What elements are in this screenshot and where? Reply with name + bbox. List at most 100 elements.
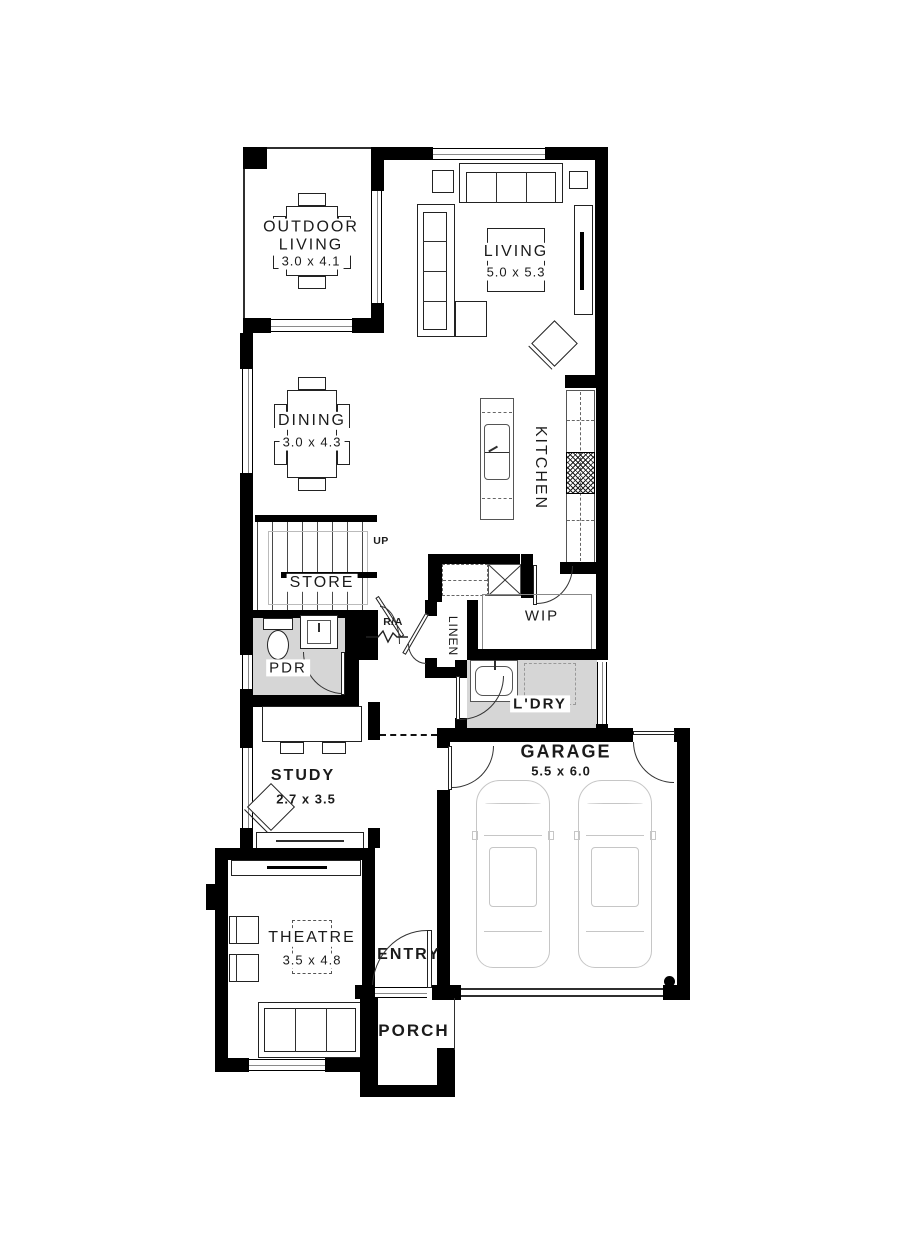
- wall: [240, 333, 253, 369]
- wall: [253, 610, 345, 618]
- garage-rear-door-arc: [633, 742, 674, 783]
- ra-label: R/A: [383, 615, 403, 628]
- room-label-linen: LINEN: [445, 615, 460, 657]
- basin-icon: [307, 620, 331, 644]
- wall: [362, 848, 375, 1000]
- linen-door-arc: [408, 644, 426, 664]
- wall: [467, 649, 608, 660]
- cabinet-divider: [567, 420, 594, 421]
- floor-waste-icon: [664, 976, 675, 987]
- wall: [596, 570, 608, 660]
- pdr-door-leaf: [341, 652, 345, 695]
- wall: [368, 702, 380, 740]
- wall: [253, 695, 347, 707]
- wall: [677, 728, 690, 988]
- garage-rear-door-leaf: [633, 731, 675, 735]
- theatre-chair: [229, 954, 259, 982]
- wall: [215, 1058, 249, 1072]
- room-label-outdoor-living: OUTDOOR LIVING: [258, 218, 364, 256]
- wall: [240, 473, 253, 655]
- entry-sidelight: [375, 987, 427, 998]
- wall: [437, 790, 450, 988]
- toilet-icon: [263, 618, 293, 630]
- opening-dashed-line: [380, 734, 437, 736]
- theatre-sofa-cushions: [264, 1008, 356, 1052]
- porch-label: PORCH: [378, 1021, 450, 1041]
- chair-arm-line: [236, 916, 237, 944]
- tap-icon: [318, 623, 320, 632]
- wall: [428, 554, 520, 564]
- dining-table: [287, 390, 337, 478]
- garage-internal-door-leaf: [448, 746, 452, 790]
- room-label-pdr: PDR: [266, 659, 310, 677]
- room-label-dining: DINING: [275, 411, 349, 431]
- armchair: [528, 320, 578, 370]
- wall: [425, 667, 470, 678]
- theatre-chair: [229, 916, 259, 944]
- room-label-garage: GARAGE: [520, 741, 612, 762]
- desk: [262, 706, 362, 742]
- wall: [255, 515, 377, 522]
- chair: [298, 276, 326, 289]
- fridge-divider: [443, 580, 487, 581]
- wall: [345, 610, 378, 660]
- wall: [545, 147, 608, 160]
- ra-duct-icon: [366, 629, 408, 644]
- stacker-door: [371, 191, 382, 303]
- room-label-study: STUDY: [270, 766, 336, 784]
- wall: [428, 554, 442, 602]
- chaise-extension: [455, 301, 487, 337]
- desk-drawer: [322, 742, 346, 754]
- wall: [437, 742, 450, 748]
- window: [242, 369, 253, 473]
- garage-door-line: [461, 988, 663, 990]
- wall: [360, 1085, 455, 1097]
- cabinet-divider: [567, 520, 594, 521]
- room-label-wip: WIP: [521, 607, 563, 625]
- toilet-bowl-icon: [267, 630, 289, 660]
- room-dims-garage: 5.5 x 6.0: [531, 763, 591, 779]
- wall: [206, 884, 215, 910]
- wall: [432, 985, 457, 1000]
- sofa-cushions: [466, 172, 556, 203]
- wall: [663, 985, 690, 1000]
- wall: [467, 600, 478, 667]
- wall: [243, 318, 271, 333]
- sofa-divider: [295, 1008, 296, 1052]
- room-dims-living: 5.0 x 5.3: [483, 265, 549, 281]
- wall: [368, 828, 380, 848]
- fridge-space: [442, 564, 488, 596]
- car-icon: [574, 780, 656, 968]
- chair: [298, 478, 326, 491]
- sofa-divider: [496, 172, 497, 203]
- room-dims-theatre: 3.5 x 4.8: [279, 953, 345, 969]
- garage-internal-door-arc: [452, 746, 494, 788]
- tv-icon: [580, 232, 584, 290]
- shelf-line: [276, 840, 344, 842]
- stair-landing-outline: [268, 531, 368, 605]
- window: [271, 319, 352, 332]
- window: [597, 662, 607, 724]
- entry-door-leaf: [427, 930, 432, 988]
- wall: [215, 848, 228, 1072]
- window: [242, 655, 253, 689]
- room-label-theatre: THEATRE: [265, 928, 359, 948]
- room-label-store: STORE: [286, 573, 358, 593]
- sink-divider: [485, 452, 509, 453]
- window: [242, 748, 253, 828]
- entry-door-arc: [372, 930, 427, 988]
- room-dims-outdoor-living: 3.0 x 4.1: [278, 254, 344, 270]
- wall: [243, 147, 267, 169]
- room-dims-study: 2.7 x 3.5: [276, 791, 336, 807]
- desk-drawer: [280, 742, 304, 754]
- wall: [596, 388, 608, 570]
- sofa-divider: [423, 241, 447, 242]
- wall: [355, 985, 375, 999]
- wall: [243, 147, 375, 149]
- wall: [371, 147, 384, 191]
- wall: [425, 600, 437, 616]
- wall: [240, 689, 253, 748]
- porch-edge-line: [454, 998, 455, 1050]
- wall: [595, 147, 608, 387]
- wall: [521, 554, 533, 598]
